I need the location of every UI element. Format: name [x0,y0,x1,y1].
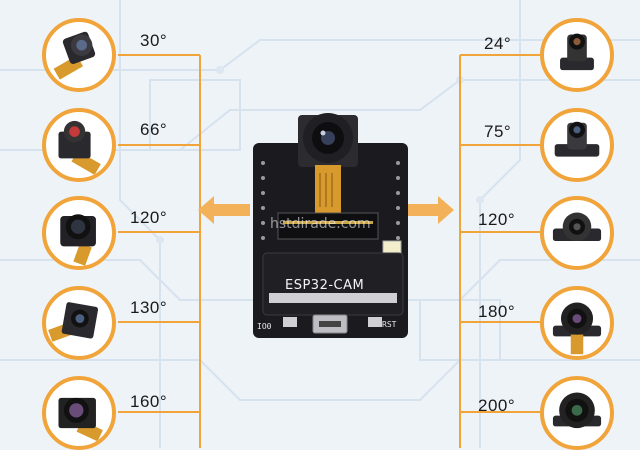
camera-module-180-icon [552,302,602,355]
lens-circle-right-2 [540,108,614,182]
lens-circle-left-4 [42,286,116,360]
angle-label-left-4: 130° [130,298,168,317]
camera-module-160-icon [58,397,103,442]
camera-module-24-icon [560,33,594,71]
angle-label-right-1: 24° [484,34,512,53]
angle-label-right-2: 75° [484,122,512,141]
angle-label-left-5: 160° [130,392,168,411]
lens-circle-right-4 [540,286,614,360]
pin-rst-label: RST [382,320,397,329]
camera-module-30-icon [53,31,96,80]
camera-module-120-icon [60,214,96,266]
angle-label-left-1: 30° [140,31,168,50]
lens-circle-left-2 [42,108,116,182]
pin-io0-label: IO0 [257,322,272,331]
angle-label-right-5: 200° [478,396,516,415]
lens-circle-right-5 [540,376,614,450]
board-name-label: ESP32-CAM [285,278,365,293]
angle-label-right-3: 120° [478,210,516,229]
watermark-text: hstdirade.com [270,216,371,232]
angle-label-right-4: 180° [478,302,516,321]
arrow-left-icon [198,196,250,224]
camera-module-130-icon [48,302,99,342]
lens-circle-left-1 [42,18,116,92]
lens-circle-left-3 [42,196,116,270]
lens-circle-right-1 [540,18,614,92]
camera-module-75-icon [554,121,600,157]
camera-module-120-right-icon [552,212,602,242]
lens-circle-right-3 [540,196,614,270]
arrow-right-icon [402,196,454,224]
esp32-cam-board [253,113,408,338]
camera-module-200-icon [552,392,602,429]
angle-label-left-2: 66° [140,120,168,139]
lens-circle-left-5 [42,376,116,450]
camera-module-66-icon [58,120,101,175]
angle-label-left-3: 120° [130,208,168,227]
